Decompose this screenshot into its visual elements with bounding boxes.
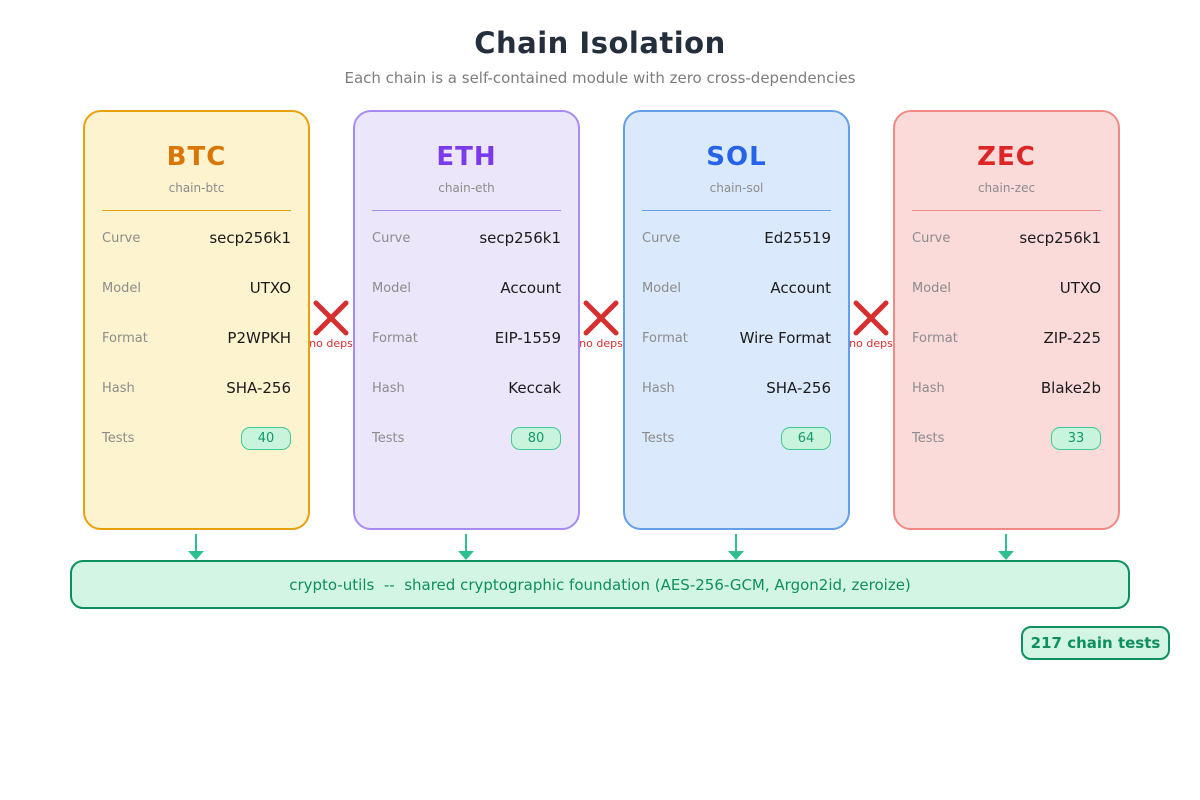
x-icon <box>583 300 619 336</box>
field-row-hash: Hash SHA-256 <box>85 363 308 413</box>
field-label: Curve <box>642 230 681 246</box>
field-label: Curve <box>102 230 141 246</box>
divider <box>372 210 561 211</box>
field-label: Tests <box>912 430 945 446</box>
down-arrow-icon <box>998 534 1014 560</box>
field-value: secp256k1 <box>479 229 561 247</box>
field-value: Keccak <box>508 379 561 397</box>
down-arrow-icon <box>458 534 474 560</box>
field-row-curve: Curve secp256k1 <box>895 213 1118 263</box>
field-rows: Curve secp256k1 Model Account Format EIP… <box>355 213 578 463</box>
field-label: Tests <box>102 430 135 446</box>
crypto-utils-foundation-bar: crypto-utils -- shared cryptographic fou… <box>70 560 1130 609</box>
field-rows: Curve secp256k1 Model UTXO Format ZIP-22… <box>895 213 1118 463</box>
chain-card-sol: SOL chain-sol Curve Ed25519 Model Accoun… <box>623 110 850 530</box>
field-label: Format <box>642 330 688 346</box>
no-deps-connector: no deps <box>841 300 901 350</box>
chain-module: chain-eth <box>438 181 495 195</box>
field-row-format: Format ZIP-225 <box>895 313 1118 363</box>
field-row-curve: Curve secp256k1 <box>85 213 308 263</box>
down-arrow-icon <box>188 534 204 560</box>
field-label: Hash <box>912 380 945 396</box>
x-icon <box>853 300 889 336</box>
field-row-tests: Tests 80 <box>355 413 578 463</box>
total-chain-tests-badge: 217 chain tests <box>1021 626 1170 660</box>
no-deps-connector: no deps <box>301 300 361 350</box>
field-row-model: Model UTXO <box>85 263 308 313</box>
chain-module: chain-sol <box>709 181 764 195</box>
field-row-model: Model Account <box>625 263 848 313</box>
field-value: ZIP-225 <box>1043 329 1101 347</box>
field-rows: Curve secp256k1 Model UTXO Format P2WPKH… <box>85 213 308 463</box>
field-label: Hash <box>642 380 675 396</box>
field-row-hash: Hash Blake2b <box>895 363 1118 413</box>
down-arrow-icon <box>728 534 744 560</box>
no-deps-label: no deps <box>849 337 893 350</box>
field-value: P2WPKH <box>227 329 291 347</box>
field-row-format: Format Wire Format <box>625 313 848 363</box>
field-value: UTXO <box>249 279 291 297</box>
chain-name: ETH <box>436 142 497 172</box>
field-label: Tests <box>372 430 405 446</box>
field-row-format: Format EIP-1559 <box>355 313 578 363</box>
field-label: Hash <box>102 380 135 396</box>
field-value: secp256k1 <box>1019 229 1101 247</box>
field-label: Curve <box>372 230 411 246</box>
no-deps-label: no deps <box>309 337 353 350</box>
chain-card-btc: BTC chain-btc Curve secp256k1 Model UTXO… <box>83 110 310 530</box>
field-row-hash: Hash Keccak <box>355 363 578 413</box>
field-label: Model <box>912 280 952 296</box>
no-deps-connector: no deps <box>571 300 631 350</box>
field-row-tests: Tests 64 <box>625 413 848 463</box>
field-label: Format <box>912 330 958 346</box>
field-value: Ed25519 <box>764 229 831 247</box>
field-value: Wire Format <box>739 329 831 347</box>
field-label: Model <box>642 280 682 296</box>
field-label: Hash <box>372 380 405 396</box>
chain-name: SOL <box>706 142 767 172</box>
field-rows: Curve Ed25519 Model Account Format Wire … <box>625 213 848 463</box>
field-label: Curve <box>912 230 951 246</box>
field-row-format: Format P2WPKH <box>85 313 308 363</box>
field-row-model: Model UTXO <box>895 263 1118 313</box>
field-label: Model <box>102 280 142 296</box>
tests-badge: 40 <box>241 426 291 450</box>
field-value: SHA-256 <box>766 379 831 397</box>
field-row-model: Model Account <box>355 263 578 313</box>
page-title: Chain Isolation <box>474 26 726 60</box>
x-icon <box>313 300 349 336</box>
chain-name: BTC <box>166 142 227 172</box>
field-label: Tests <box>642 430 675 446</box>
field-row-tests: Tests 40 <box>85 413 308 463</box>
page-subtitle: Each chain is a self-contained module wi… <box>344 69 856 87</box>
field-label: Format <box>372 330 418 346</box>
field-label: Model <box>372 280 412 296</box>
chain-card-zec: ZEC chain-zec Curve secp256k1 Model UTXO… <box>893 110 1120 530</box>
tests-badge: 33 <box>1051 426 1101 450</box>
field-value: Account <box>500 279 561 297</box>
field-row-curve: Curve Ed25519 <box>625 213 848 263</box>
field-value: secp256k1 <box>209 229 291 247</box>
field-value: Blake2b <box>1040 379 1101 397</box>
field-value: EIP-1559 <box>494 329 561 347</box>
field-value: UTXO <box>1059 279 1101 297</box>
field-value: SHA-256 <box>226 379 291 397</box>
field-row-tests: Tests 33 <box>895 413 1118 463</box>
divider <box>912 210 1101 211</box>
field-label: Format <box>102 330 148 346</box>
foundation-label: crypto-utils -- shared cryptographic fou… <box>289 575 911 594</box>
field-row-curve: Curve secp256k1 <box>355 213 578 263</box>
chain-module: chain-btc <box>168 181 225 195</box>
no-deps-label: no deps <box>579 337 623 350</box>
tests-badge: 80 <box>511 426 561 450</box>
chain-name: ZEC <box>977 142 1036 172</box>
field-row-hash: Hash SHA-256 <box>625 363 848 413</box>
field-value: Account <box>770 279 831 297</box>
tests-badge: 64 <box>781 426 831 450</box>
chain-card-eth: ETH chain-eth Curve secp256k1 Model Acco… <box>353 110 580 530</box>
divider <box>102 210 291 211</box>
divider <box>642 210 831 211</box>
chain-module: chain-zec <box>977 181 1036 195</box>
